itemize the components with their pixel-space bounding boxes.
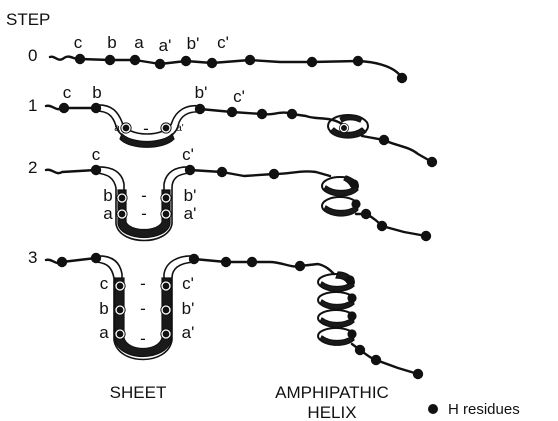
step-1: 1 c b b' c' a - a' <box>28 83 437 167</box>
h-residue-dot <box>371 355 381 365</box>
sheet-caption: SHEET <box>110 383 167 402</box>
h-residue-dot <box>181 56 191 66</box>
h-residue-dot <box>347 311 356 320</box>
residue-label: c <box>74 33 83 52</box>
pair-dash: - <box>141 204 147 223</box>
residue-label: b <box>107 33 116 52</box>
polypeptide-chain <box>190 170 330 176</box>
pair-dash: - <box>141 186 147 205</box>
polypeptide-chain <box>50 57 402 78</box>
h-residue-dot <box>427 157 437 167</box>
residue-label: a' <box>159 36 172 55</box>
h-residue-dot <box>221 257 231 267</box>
pair-label: a <box>114 123 120 134</box>
pair-label: a' <box>176 123 184 134</box>
h-residue-dot <box>207 58 217 68</box>
polypeptide-chain <box>362 136 432 162</box>
h-residue-dot <box>105 55 115 65</box>
pair-label: c <box>100 274 109 293</box>
helix-caption-line2: HELIX <box>307 403 356 421</box>
h-residue-dot <box>421 231 431 241</box>
legend: H residues <box>428 401 520 418</box>
h-residue-dot <box>347 329 356 338</box>
residue-label: c' <box>217 33 229 52</box>
h-residue-dot <box>361 209 371 219</box>
pair-label: b <box>103 186 112 205</box>
pair-label: b' <box>182 299 195 318</box>
pair-label: b' <box>184 186 197 205</box>
residue-label: b' <box>187 34 200 53</box>
h-residue-dot <box>379 135 389 145</box>
residue-label: b <box>92 83 101 102</box>
h-residue-dot <box>247 257 257 267</box>
h-residue-dot <box>269 169 279 179</box>
step-number: 3 <box>28 248 37 267</box>
h-residue-dot <box>397 73 407 83</box>
h-residue-dot <box>91 253 101 263</box>
h-residue-dot <box>130 55 140 65</box>
h-residue-dot <box>307 57 317 67</box>
pair-dash: - <box>140 274 146 293</box>
h-residue-dot <box>59 103 69 113</box>
step-number: 1 <box>28 96 37 115</box>
h-residue-dot <box>91 103 101 113</box>
h-residue-dot <box>75 54 85 64</box>
pair-label: b <box>99 299 108 318</box>
h-residue-dot <box>91 165 101 175</box>
h-residue-dot <box>155 59 165 69</box>
h-residue-dot <box>413 369 423 379</box>
pair-label: a <box>99 323 109 342</box>
h-residue-dot <box>377 221 387 231</box>
pair-label: a' <box>182 323 195 342</box>
polypeptide-chain <box>194 259 334 274</box>
h-residue-dot <box>347 293 356 302</box>
residue-label: c <box>63 83 72 102</box>
h-residue-dot <box>295 261 305 271</box>
step-2: 2 c c' b - b' a - a' <box>28 145 431 241</box>
residue-label: c' <box>233 87 245 106</box>
h-residue-dot <box>217 167 227 177</box>
pair-dash: - <box>143 119 149 138</box>
helix-turn <box>328 115 368 138</box>
h-residue-dot <box>349 179 358 188</box>
pair-label: a <box>103 204 113 223</box>
h-residue-dot <box>57 257 67 267</box>
h-residue-dot <box>355 345 365 355</box>
legend-label: H residues <box>448 401 520 418</box>
helix-caption-line1: AMPHIPATHIC <box>275 383 389 402</box>
pair-label: c' <box>182 274 194 293</box>
h-residue-dot <box>345 275 354 284</box>
h-residue-dot <box>227 107 237 117</box>
polypeptide-chain <box>200 109 342 124</box>
step-title: STEP <box>6 10 50 29</box>
h-residue-dot <box>245 55 255 65</box>
h-residue-dot <box>195 104 205 114</box>
residue-label: a <box>134 33 144 52</box>
h-residue-dot <box>351 199 360 208</box>
step-number: 0 <box>28 46 37 65</box>
h-residue-dot <box>287 109 297 119</box>
step-0: 0 c b a a' b' c' <box>28 33 407 83</box>
pair-label: a' <box>184 204 197 223</box>
polypeptide-chain <box>46 106 96 109</box>
h-residues <box>75 54 407 83</box>
step-3: 3 c - c' b - b' a - a' <box>28 248 423 379</box>
step-number: 2 <box>28 158 37 177</box>
amphipathic-helix <box>318 272 357 345</box>
residue-label: b' <box>195 83 208 102</box>
polypeptide-chain <box>46 170 96 173</box>
h-residue-dot <box>257 109 267 119</box>
helix-coil <box>322 176 361 216</box>
polypeptide-chain <box>46 258 96 263</box>
pair-dash: - <box>140 329 146 348</box>
residue-label: c' <box>182 145 194 164</box>
pair-dash: - <box>140 299 146 318</box>
residue-label: c <box>92 145 101 164</box>
black-dot-icon <box>428 404 438 414</box>
h-residue-dot <box>353 56 363 66</box>
